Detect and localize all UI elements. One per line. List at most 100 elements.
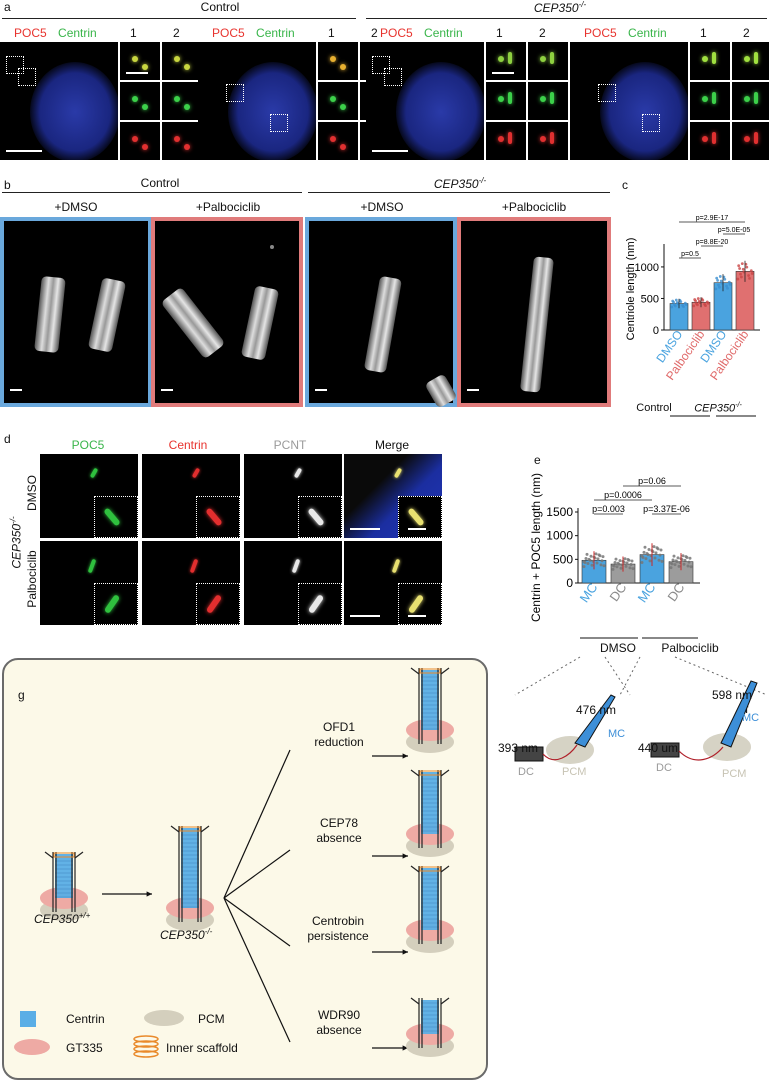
c-point [741, 267, 745, 271]
e-ytick: 1000 [546, 529, 573, 543]
d-scale-bar [350, 528, 380, 530]
a-nucleus [30, 62, 118, 160]
c-point [749, 269, 753, 273]
d-col-centrin: Centrin [168, 438, 208, 452]
e-point [597, 553, 601, 557]
c-point [718, 285, 721, 289]
e-ytick: 0 [566, 576, 573, 590]
a-centrin-label: Centrin [252, 26, 295, 40]
d-inset [398, 583, 442, 625]
g-ko-centriole [166, 825, 214, 931]
e-point [611, 563, 615, 567]
e-point [585, 552, 589, 556]
a-inset-g3-c2-r1 [528, 42, 568, 80]
a-col2-label-3: 2 [539, 26, 546, 40]
panel-d-letter: d [4, 432, 11, 446]
f-left-dc-length: 393 nm [498, 741, 539, 755]
c-group-control: Control [636, 402, 672, 414]
e-point [673, 563, 677, 567]
c-point [717, 283, 720, 287]
b-scalebar-4 [467, 389, 479, 391]
d-image-r2-c4 [344, 541, 442, 625]
c-point [694, 299, 697, 303]
b-ctrl-palbo-centriole-1 [162, 288, 224, 358]
e-point [669, 561, 673, 565]
a-inset-g4-c2-r1 [732, 42, 769, 80]
e-point [683, 558, 687, 562]
e-point [654, 551, 658, 555]
a-main-image-3 [366, 42, 484, 160]
e-point [601, 555, 605, 559]
e-point [644, 557, 648, 561]
e-point [631, 567, 635, 571]
a-col1-label-1: 1 [130, 26, 137, 40]
e-point [618, 559, 622, 563]
e-point [584, 556, 588, 560]
d-inset [196, 583, 240, 625]
d-row-palbo: Palbociclib [25, 550, 39, 608]
c-point [701, 298, 705, 302]
c-point [715, 276, 719, 280]
e-point [647, 547, 651, 551]
f-left-dc-label: DC [518, 766, 534, 778]
panel-a-letter: a [4, 0, 11, 14]
e-point [648, 559, 652, 563]
legend-inner-scaffold-swatch [133, 1035, 159, 1058]
c-point [739, 272, 742, 276]
f-right-mc-length: 598 nm [712, 688, 753, 702]
g-arrow-outcome-3-head [402, 949, 408, 955]
e-xlabel: MC [577, 580, 601, 605]
e-xlabel: MC [635, 580, 659, 605]
a-main-image-4 [570, 42, 688, 160]
e-point [676, 556, 680, 560]
e-ytick: 500 [553, 552, 573, 566]
c-point [684, 303, 688, 306]
a-label-group-2: POC5 Centrin [212, 26, 295, 40]
a-col2-label-2: 2 [371, 26, 378, 40]
c-point [706, 301, 710, 305]
a-roi-box-2 [384, 68, 402, 86]
panel-f-diagram [514, 656, 768, 764]
e-point [623, 557, 627, 561]
a-col1-label-2: 1 [328, 26, 335, 40]
b-dmso-label-2: +DMSO [360, 200, 404, 214]
legend-gt335-label: GT335 [66, 1041, 103, 1055]
c-point [672, 300, 675, 304]
a-inset-g3-c1-r3 [486, 122, 526, 160]
c-point [670, 305, 674, 309]
e-point [671, 558, 675, 562]
e-pvalue: p=0.0006 [604, 490, 642, 500]
e-point [589, 554, 593, 558]
d-col-pcnt: PCNT [273, 438, 307, 452]
e-point [659, 548, 663, 552]
e-point [582, 565, 586, 569]
g-arrow-outcome-1-head [402, 753, 408, 759]
e-point [653, 556, 657, 560]
a-inset-g1-c1-r1 [120, 42, 160, 80]
e-point [672, 554, 676, 558]
c-point [723, 277, 727, 281]
panel-g-letter: g [18, 688, 25, 702]
a-inset-g1-c1-r3 [120, 122, 160, 160]
d-image-r1-c2 [142, 454, 240, 538]
e-point [686, 564, 690, 568]
g-outcome-centriole-4 [406, 997, 454, 1057]
d-col-merge: Merge [374, 438, 409, 452]
c-point [740, 275, 743, 279]
legend-gt335-swatch [14, 1039, 50, 1055]
e-point [640, 561, 644, 565]
a-inset-g1-c2-r2 [162, 82, 202, 120]
c-ylabel: Centriole length (nm) [625, 238, 637, 341]
e-pvalue: p=0.06 [638, 476, 666, 486]
e-point [625, 561, 629, 565]
d-inset [196, 496, 240, 538]
c-point [716, 279, 719, 282]
g-wt-label: CEP350+/+ [34, 911, 91, 926]
e-point [687, 560, 691, 564]
e-xlabel: DC [664, 580, 687, 604]
d-row-dmso: DMSO [25, 475, 39, 511]
a-inset-g4-c1-r1 [690, 42, 730, 80]
c-point [682, 305, 685, 309]
